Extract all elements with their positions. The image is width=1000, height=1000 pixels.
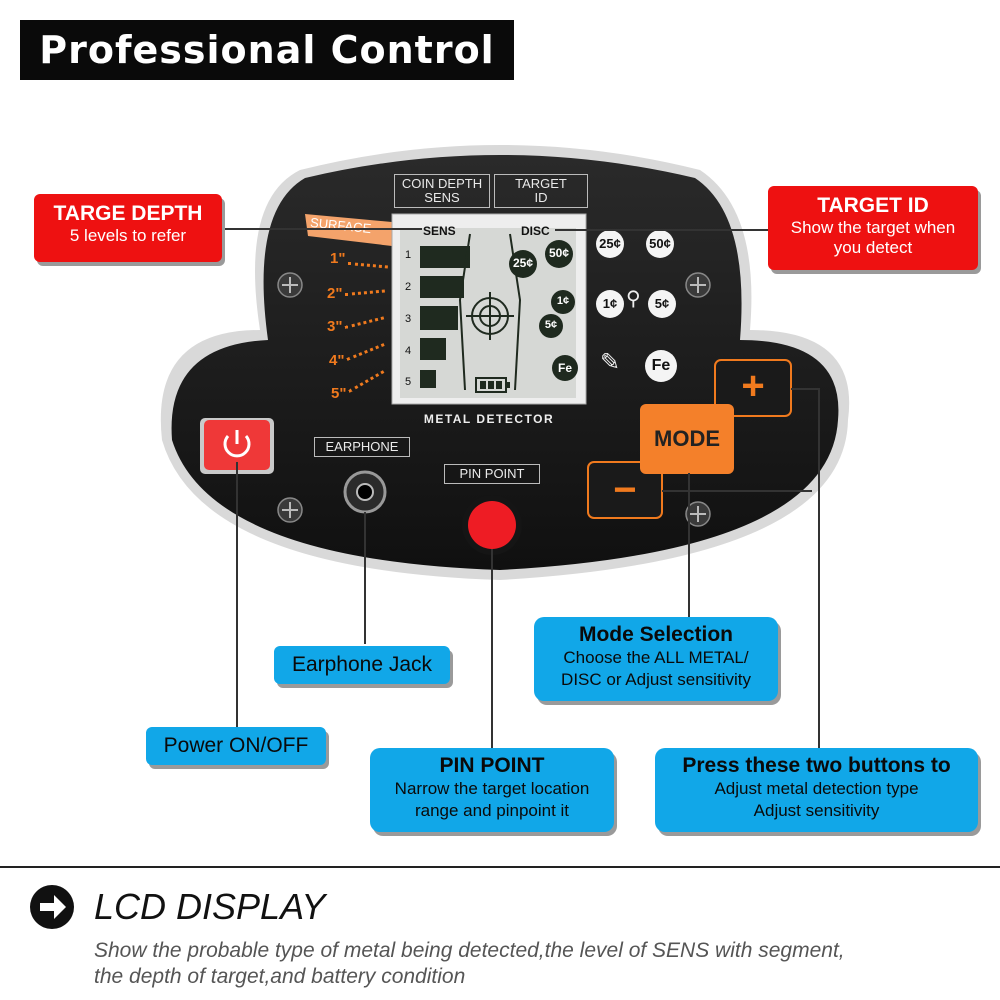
- lcd-segment-number: 3: [405, 313, 412, 325]
- arrow-right-icon: [30, 885, 74, 929]
- lcd-coin-25-icon: [509, 250, 537, 278]
- nail-icon: ✎: [600, 349, 621, 376]
- sens-segment: [420, 246, 470, 268]
- leader-line: [818, 388, 820, 750]
- lcd-display-description: Show the probable type of metal being de…: [94, 939, 845, 988]
- earphone-jack-callout: Earphone Jack: [274, 646, 450, 684]
- lcd-segment-number: 4: [405, 345, 412, 357]
- lcd-sens-label: SENS: [423, 224, 456, 238]
- depth-3-label: 3": [327, 318, 343, 335]
- lcd-coin-5-icon: [539, 314, 563, 338]
- minus-button[interactable]: −: [613, 468, 637, 512]
- lcd-display-heading: LCD DISPLAY: [94, 886, 326, 927]
- lcd-disc-label: DISC: [521, 224, 550, 238]
- page-title: Professional Control Box: [20, 20, 514, 132]
- mode-selection-callout: Mode Selection Choose the ALL METAL/ DIS…: [534, 617, 778, 701]
- leader-line: [662, 490, 812, 492]
- lcd-coin-50-icon: [545, 240, 573, 268]
- lcd-segment-number: 1: [405, 249, 412, 261]
- power-callout: Power ON/OFF: [146, 727, 326, 765]
- depth-4-label: 4": [329, 352, 345, 369]
- crosshair-icon: [466, 292, 514, 340]
- two-buttons-callout: Press these two buttons to Adjust metal …: [655, 748, 978, 832]
- depth-1-label: 1": [330, 250, 346, 267]
- sens-segment: [420, 276, 464, 298]
- sens-segments: [420, 246, 470, 388]
- pin-point-callout: PIN POINT Narrow the target location ran…: [370, 748, 614, 832]
- depth-2-label: 2": [327, 285, 343, 302]
- lcd-fe-icon: [552, 355, 578, 381]
- leader-line: [222, 228, 422, 230]
- earphone-label: EARPHONE: [314, 437, 410, 457]
- leader-line: [791, 388, 819, 390]
- pinpoint-button-shape: [468, 501, 516, 549]
- sens-segment: [420, 338, 446, 360]
- pinpoint-button[interactable]: [468, 501, 516, 549]
- lcd-coin-1-label: 1¢: [556, 295, 570, 307]
- lcd-coin-1-icon: [551, 290, 575, 314]
- coin-fe-icon: Fe: [645, 350, 677, 382]
- coin-1-icon: 1¢: [596, 290, 624, 318]
- leader-line: [236, 462, 238, 730]
- leader-line: [364, 512, 366, 644]
- mode-button[interactable]: MODE: [654, 426, 720, 451]
- earphone-jack[interactable]: [345, 472, 385, 512]
- lcd-coin-5-label: 5¢: [544, 319, 558, 331]
- surface-ribbon: [305, 214, 392, 246]
- sens-segment: [420, 306, 458, 330]
- power-icon: [223, 430, 251, 458]
- lcd-segment-number: 5: [405, 376, 412, 388]
- divider: [0, 866, 1000, 868]
- lcd-brand-label: METAL DETECTOR: [423, 412, 555, 426]
- lcd-coin-50-label: 50¢: [548, 246, 570, 260]
- lcd-fe-label: Fe: [557, 361, 572, 375]
- pinpoint-label: PIN POINT: [444, 464, 540, 484]
- coin-50-icon: 50¢: [646, 230, 674, 258]
- plus-button[interactable]: +: [741, 364, 765, 408]
- sens-segment: [420, 370, 436, 388]
- lcd-coin-25-label: 25¢: [512, 256, 534, 270]
- target-id-callout: TARGET ID Show the target when you detec…: [768, 186, 978, 270]
- key-icon: ⚲: [626, 288, 641, 310]
- coin-25-icon: 25¢: [596, 230, 624, 258]
- depth-5-label: 5": [331, 385, 347, 402]
- targe-depth-callout: TARGE DEPTH 5 levels to refer: [34, 194, 222, 262]
- leader-line: [491, 549, 493, 749]
- coin-5-icon: 5¢: [648, 290, 676, 318]
- leader-line: [555, 229, 770, 231]
- leader-line: [688, 473, 690, 618]
- lcd-segment-number: 2: [405, 281, 412, 293]
